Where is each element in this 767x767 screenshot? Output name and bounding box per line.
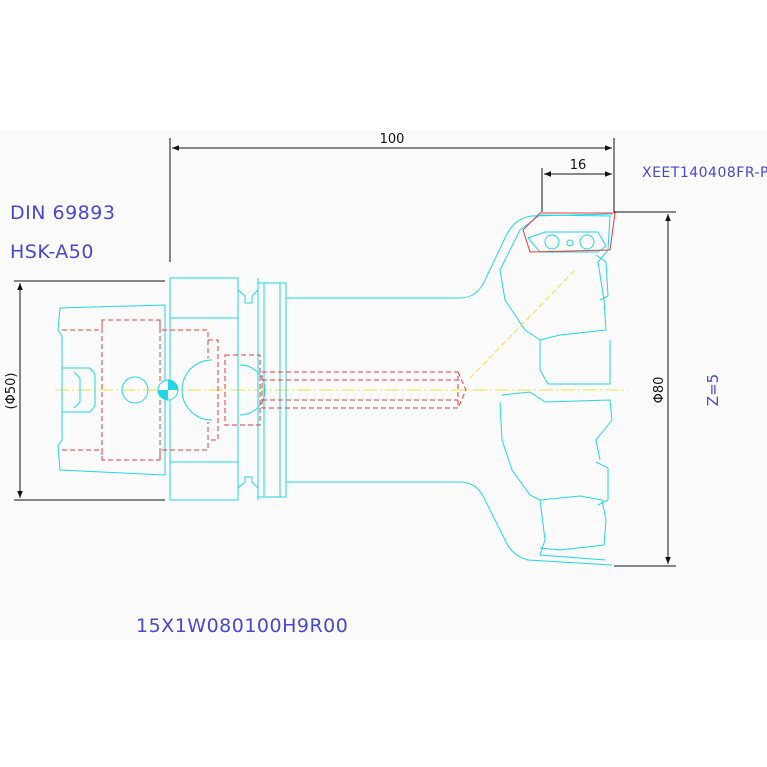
dim-insert-width: 16 — [541, 158, 612, 212]
interface-label: HSK-A50 — [10, 241, 94, 263]
dim-cutter-diameter: Φ80 — [614, 211, 676, 567]
flange-outline — [121, 277, 287, 501]
body-outline — [181, 213, 613, 566]
cutter-head-outline — [499, 214, 613, 561]
standard-label: DIN 69893 — [10, 202, 116, 224]
insert-highlight — [522, 212, 616, 253]
coolant-channel-line — [469, 269, 576, 379]
dim-cutter-text: Φ80 — [652, 377, 667, 404]
drawing-sheet — [0, 130, 767, 640]
teeth-count-label: Z=5 — [704, 374, 722, 406]
dim-overall-length: 100 — [169, 132, 615, 262]
dim-length-text: 100 — [380, 132, 405, 147]
dim-shank-diameter: (Φ50) — [4, 280, 165, 501]
part-number-label: 15X1W080100H9R00 — [136, 615, 349, 637]
center-of-gravity-icon — [157, 379, 179, 401]
insert-label: XEET140408FR-P — [642, 165, 767, 181]
hidden-lines — [62, 319, 467, 461]
dim-shank-text: (Φ50) — [4, 373, 19, 410]
dim-insert-text: 16 — [570, 158, 587, 173]
